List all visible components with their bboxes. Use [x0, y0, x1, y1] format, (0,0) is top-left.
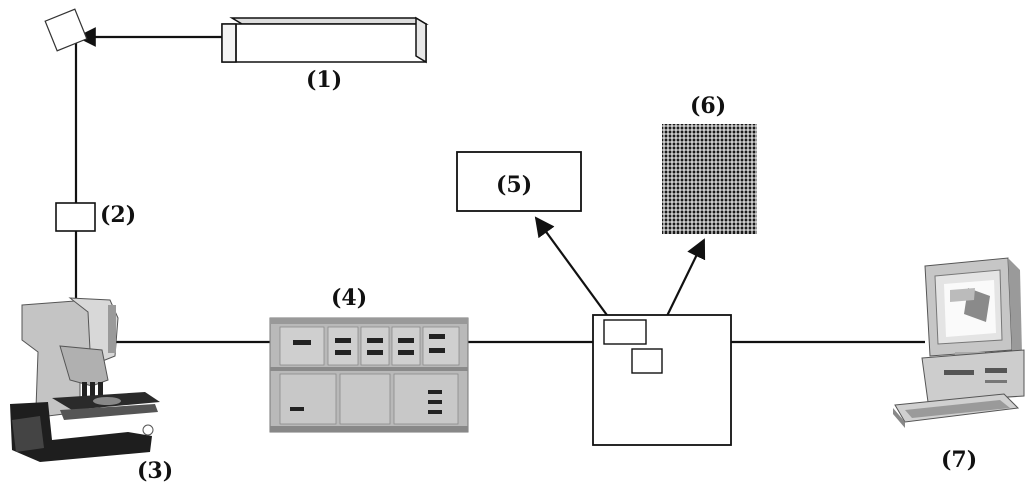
electronics-rack-icon — [269, 317, 469, 433]
label-array: (6) — [690, 93, 726, 119]
arrow-to-module5 — [534, 216, 613, 323]
label-laser: (1) — [306, 67, 342, 93]
processor-inner-box-a — [603, 319, 647, 345]
label-module5: (5) — [496, 172, 532, 198]
mirror-icon — [44, 8, 88, 52]
label-electronics: (4) — [331, 285, 367, 311]
label-filter: (2) — [100, 202, 136, 228]
label-computer: (7) — [941, 447, 977, 473]
filter-box — [55, 202, 96, 232]
computer-icon — [893, 257, 1025, 428]
processor-inner-box-b — [631, 348, 663, 374]
microscope-icon — [10, 297, 160, 462]
label-microscope: (3) — [137, 458, 173, 483]
detector-grid-lines — [662, 124, 757, 234]
laser-tube-icon — [221, 16, 429, 64]
module5-box — [456, 151, 582, 212]
connection-lines — [74, 27, 925, 358]
